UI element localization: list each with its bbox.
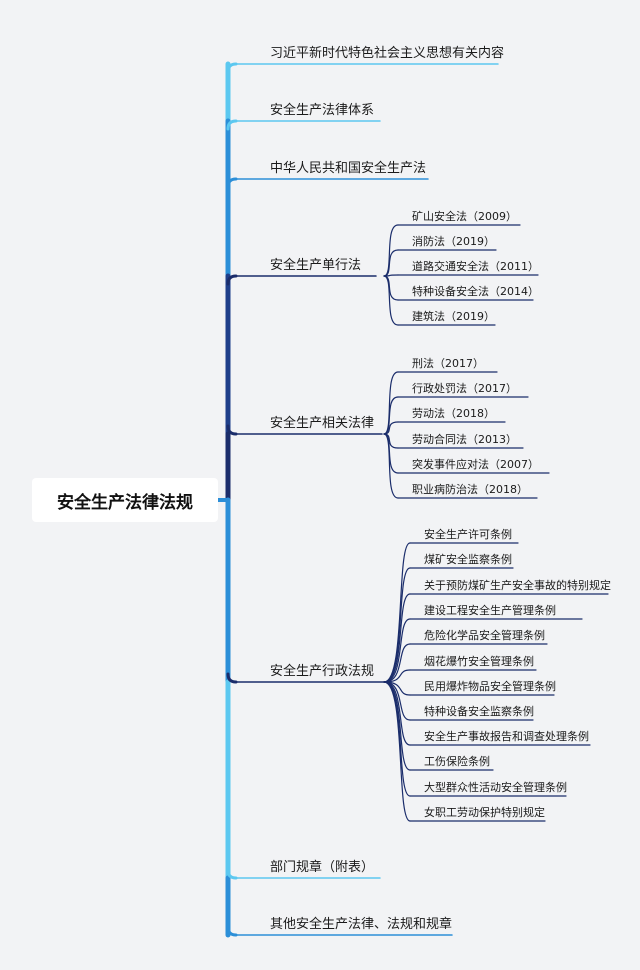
leaf-label: 矿山安全法（2009） [412,210,517,223]
leaf-connector [383,275,399,326]
branch-curve [226,274,238,286]
leaf-connector [383,396,399,435]
leaf-label: 刑法（2017） [412,357,484,370]
leaf-label: 工伤保险条例 [424,755,490,768]
leaf-label: 劳动合同法（2013） [412,433,517,446]
leaf-label: 道路交通安全法（2011） [412,260,539,273]
branch-label: 安全生产行政法规 [270,664,375,679]
branch-label: 安全生产单行法 [270,258,362,273]
branch-label: 安全生产相关法律 [270,416,375,431]
branch-label: 部门规章（附表） [270,860,375,875]
leaf-label: 民用爆炸物品安全管理条例 [424,680,556,693]
branch-curve [226,868,238,880]
leaf-label: 安全生产事故报告和调查处理条例 [424,730,589,743]
branch-label: 习近平新时代特色社会主义思想有关内容 [270,46,505,61]
branch-curve [226,925,238,937]
leaf-connector [383,275,399,301]
leaf-label: 安全生产许可条例 [424,528,512,541]
root-label: 安全生产法律法规 [57,492,193,513]
leaf-label: 消防法（2019） [412,235,495,248]
leaf-label: 劳动法（2018） [412,407,495,420]
leaf-label: 职业病防治法（2018） [412,483,528,496]
leaf-connector [383,643,411,683]
root-node: 安全生产法律法规 [32,478,218,522]
branch-curve [226,119,238,131]
leaf-connector [383,542,411,683]
leaf-connector [383,433,399,499]
leaf-label: 关于预防煤矿生产安全事故的特别规定 [424,579,611,592]
branch-curve [226,424,238,436]
leaf-label: 女职工劳动保护特别规定 [424,806,545,819]
leaf-label: 大型群众性活动安全管理条例 [424,781,567,794]
leaf-label: 烟花爆竹安全管理条例 [424,655,534,668]
branch-label: 中华人民共和国安全生产法 [270,161,427,176]
leaf-connector [383,249,399,277]
branch-curve [226,672,238,684]
leaf-label: 建筑法（2019） [412,310,495,323]
leaf-label: 特种设备安全法（2014） [412,285,539,298]
leaf-label: 危险化学品安全管理条例 [424,629,545,642]
leaf-label: 行政处罚法（2017） [412,382,517,395]
leaf-connector [383,618,411,683]
leaf-connector [383,681,411,822]
leaf-label: 建设工程安全生产管理条例 [424,604,556,617]
leaf-label: 突发事件应对法（2007） [412,458,539,471]
branch-label: 其他安全生产法律、法规和规章 [270,917,453,932]
leaf-connector [383,433,399,474]
leaf-connector [383,224,399,277]
leaf-label: 特种设备安全监察条例 [424,705,534,718]
leaf-connector [383,593,411,683]
leaf-label: 煤矿安全监察条例 [424,553,512,566]
leaf-connector [383,567,411,683]
branch-curve [226,177,238,189]
branch-curve [226,62,238,74]
branch-label: 安全生产法律体系 [270,103,375,118]
